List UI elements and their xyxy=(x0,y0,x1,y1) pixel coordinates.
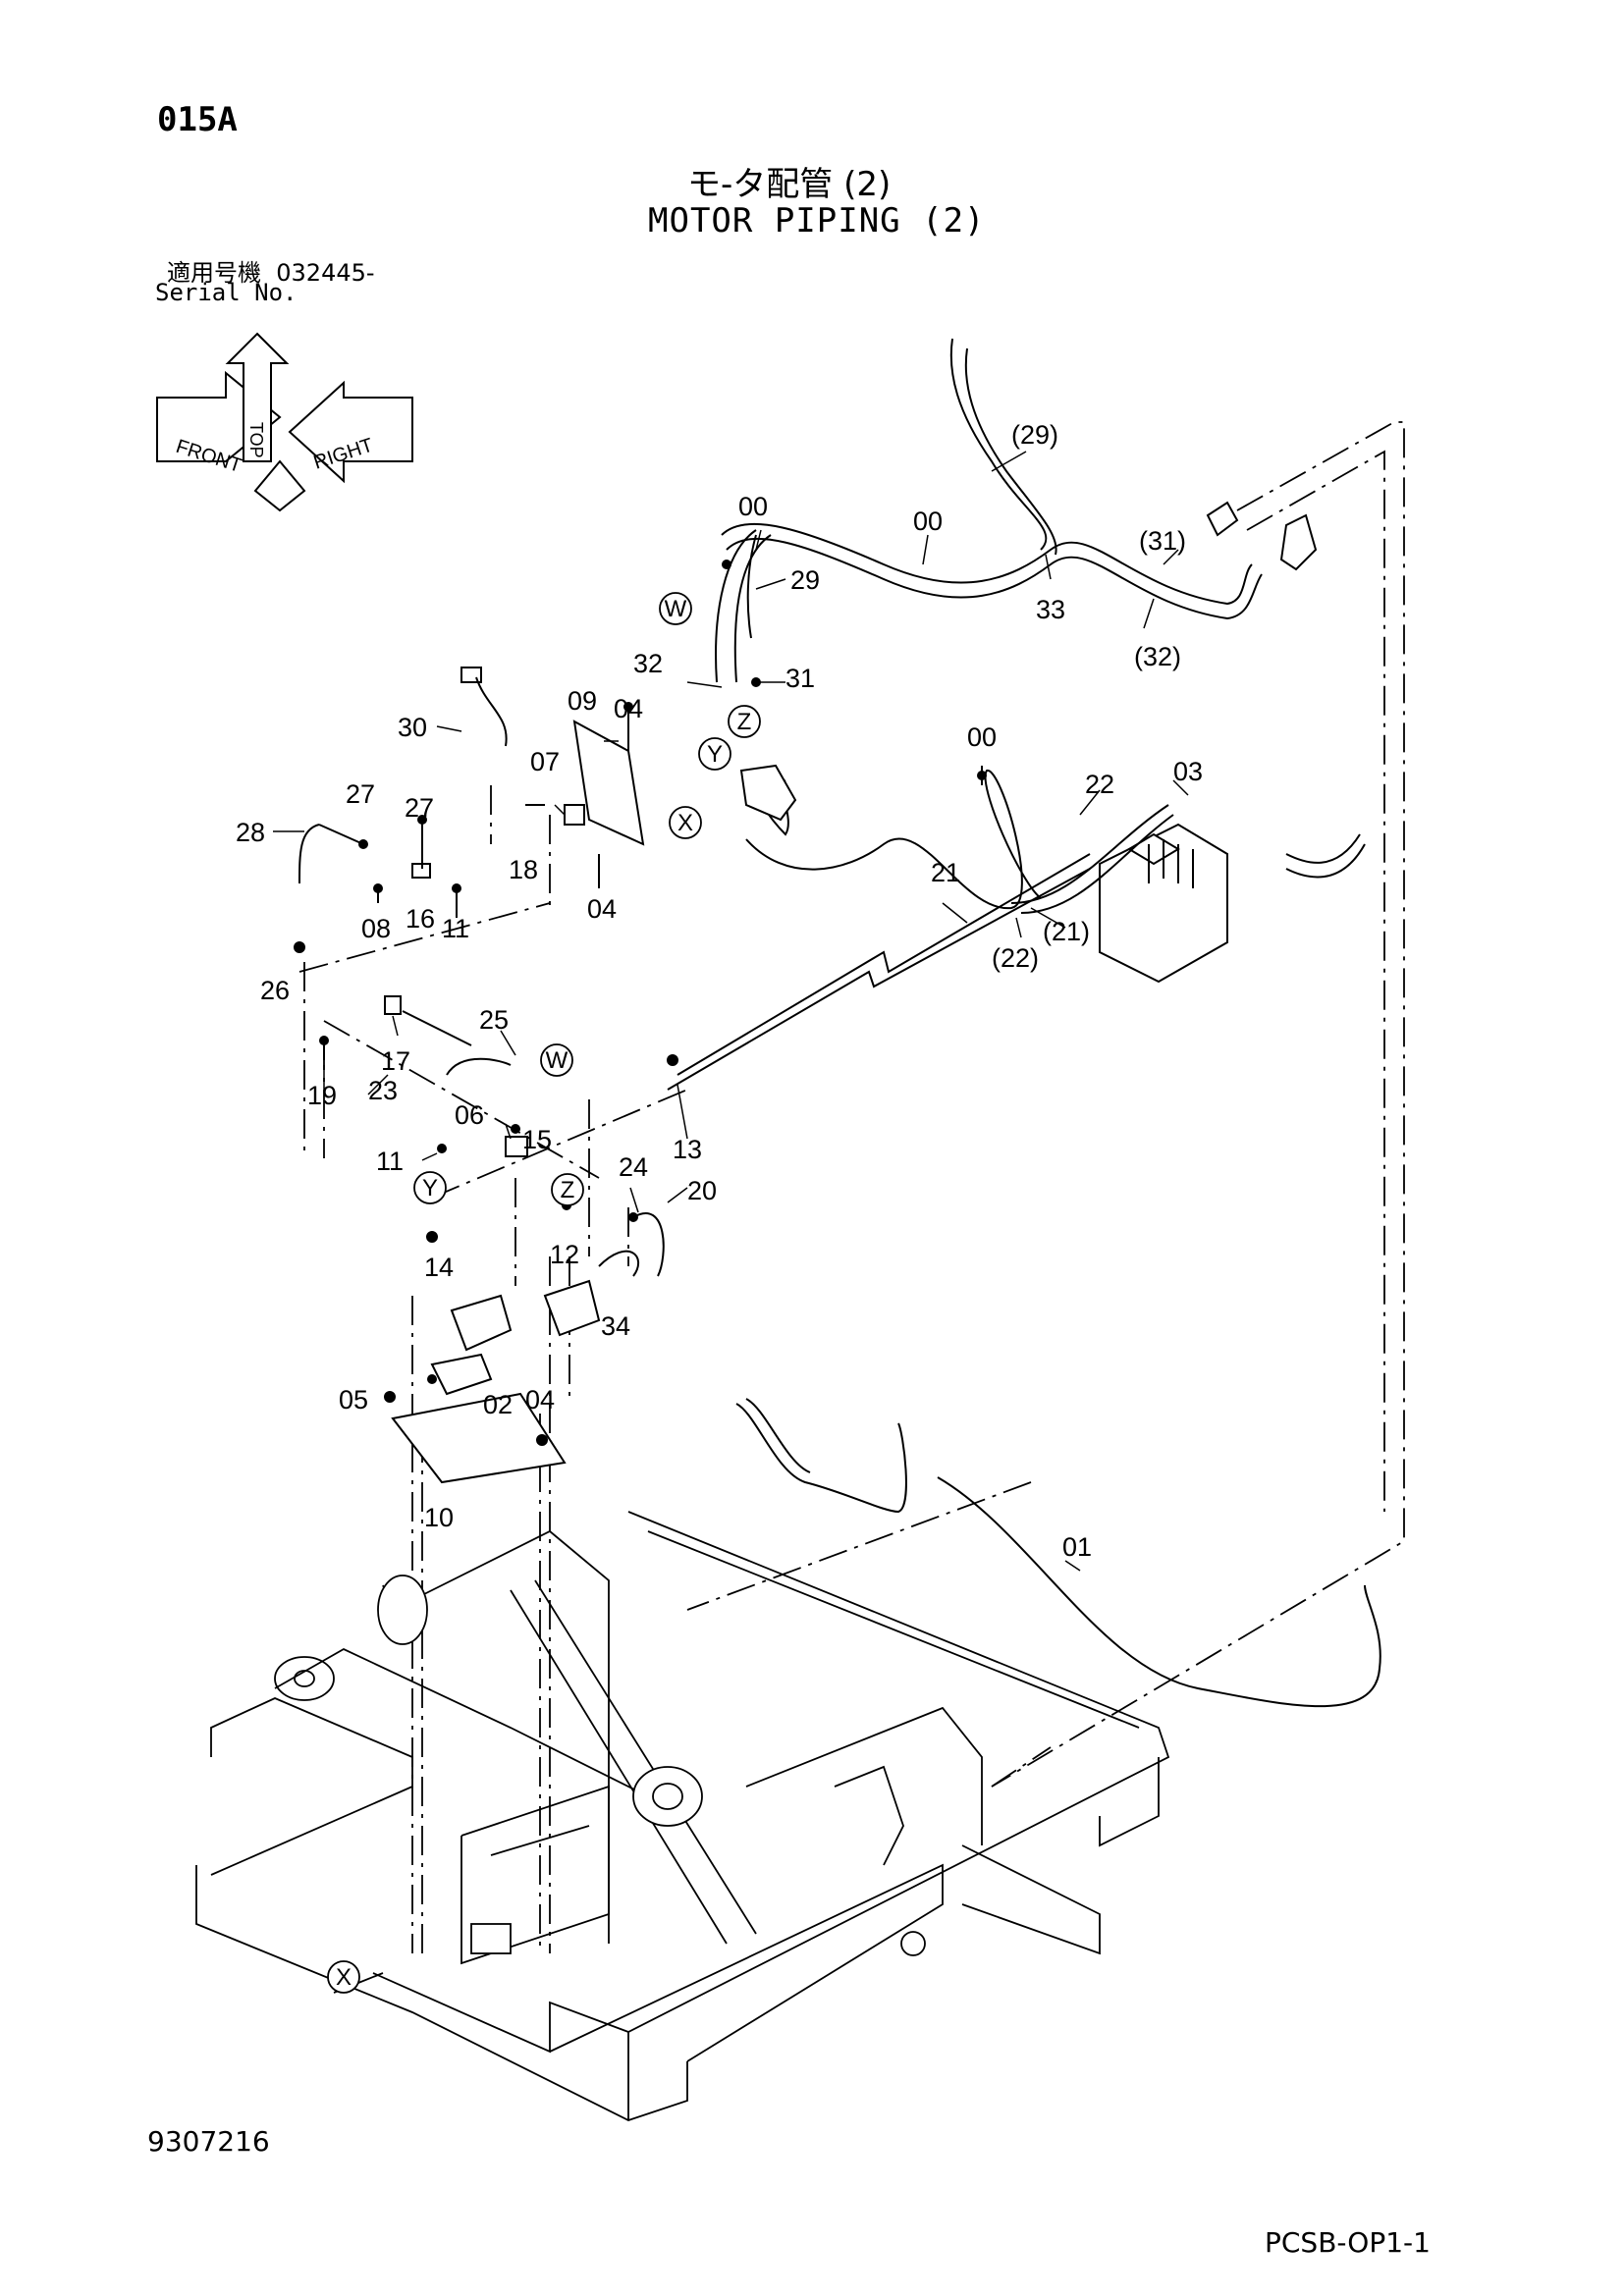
orientation-symbol: FRONT RIGHT TOP xyxy=(156,332,413,512)
callout-05: 05 xyxy=(339,1385,368,1415)
callout-18: 18 xyxy=(509,855,538,884)
callout-17: 17 xyxy=(381,1046,410,1076)
reference-letters: W W Y Y Z Z X X xyxy=(336,596,751,1991)
callout-19: 19 xyxy=(307,1081,337,1110)
ref-w: W xyxy=(665,596,687,622)
callout-29-paren: (29) xyxy=(1011,420,1058,450)
callout-labels: 00 00 (29) 29 (31) 33 (32) 32 31 30 09 0… xyxy=(236,420,1203,1562)
serial-label-japanese: 適用号機 xyxy=(167,259,261,287)
callout-31: 31 xyxy=(785,664,815,693)
callout-16: 16 xyxy=(406,904,435,934)
lower-valve-components xyxy=(384,1136,665,1484)
page-code: 015A xyxy=(157,100,238,139)
callout-14: 14 xyxy=(424,1253,454,1282)
ref-y: Y xyxy=(707,741,723,768)
callout-leaders xyxy=(273,451,1189,1572)
callout-09: 09 xyxy=(568,686,597,716)
callout-11: 11 xyxy=(376,1147,404,1176)
ref-w: W xyxy=(546,1047,568,1074)
callout-30: 30 xyxy=(398,713,427,742)
pipe-13-run xyxy=(667,853,1091,1091)
callout-07: 07 xyxy=(530,747,560,776)
control-box-assembly xyxy=(460,667,645,888)
callout-34: 34 xyxy=(601,1311,630,1341)
callout-12: 12 xyxy=(550,1240,579,1269)
callout-22-paren: (22) xyxy=(992,943,1039,973)
callout-23: 23 xyxy=(368,1076,398,1105)
ref-z: Z xyxy=(561,1177,575,1203)
callout-03: 03 xyxy=(1173,757,1203,786)
callout-13: 13 xyxy=(673,1135,702,1164)
callout-04: 04 xyxy=(587,894,617,924)
callout-21: 21 xyxy=(931,858,960,887)
callout-00: 00 xyxy=(967,722,997,752)
ref-y: Y xyxy=(422,1175,438,1201)
serial-applicability: 適用号機 032445- xyxy=(167,253,375,288)
title-japanese: モ-タ配管 (2) xyxy=(687,165,892,204)
callout-26: 26 xyxy=(260,976,290,1005)
callout-28: 28 xyxy=(236,818,265,847)
callout-08: 08 xyxy=(361,914,391,943)
callout-04: 04 xyxy=(525,1385,555,1415)
callout-24: 24 xyxy=(619,1152,648,1182)
drawing-number: 9307216 xyxy=(147,2125,270,2158)
sheet-code: PCSB-OP1-1 xyxy=(1265,2226,1431,2259)
callout-04: 04 xyxy=(614,694,643,723)
orientation-top-label: TOP xyxy=(246,422,266,458)
callout-20: 20 xyxy=(687,1176,717,1205)
control-valve-block xyxy=(739,764,1366,984)
callout-27: 27 xyxy=(405,793,434,823)
ref-x: X xyxy=(336,1964,352,1991)
callout-32: 32 xyxy=(633,649,663,678)
callout-01: 01 xyxy=(1062,1532,1092,1562)
serial-value: 032445- xyxy=(276,259,375,287)
title-english: MOTOR PIPING (2) xyxy=(648,201,986,240)
callout-21-paren: (21) xyxy=(1043,917,1090,946)
callout-33: 33 xyxy=(1036,595,1065,624)
callout-31-paren: (31) xyxy=(1139,526,1186,556)
hose-assembly-17 xyxy=(323,995,512,1076)
reference-markers xyxy=(327,592,761,1994)
ref-z: Z xyxy=(737,709,752,735)
upper-frame-structure xyxy=(195,1511,1170,2121)
hose-harness-upper xyxy=(715,338,1318,683)
callout-06: 06 xyxy=(455,1100,484,1130)
callout-15: 15 xyxy=(522,1125,552,1154)
callout-10: 10 xyxy=(424,1503,454,1532)
hose-assembly-28 xyxy=(294,820,458,953)
ref-x: X xyxy=(677,810,693,836)
fastener-dots xyxy=(319,560,987,1384)
callout-00: 00 xyxy=(913,507,943,536)
callout-32-paren: (32) xyxy=(1134,642,1181,671)
callout-00: 00 xyxy=(738,492,768,521)
callout-02: 02 xyxy=(483,1390,513,1419)
callout-22: 22 xyxy=(1085,770,1114,799)
hose-01 xyxy=(735,1398,1381,1708)
callout-27: 27 xyxy=(346,779,375,809)
callout-11: 11 xyxy=(442,914,469,943)
serial-label-english: Serial No. xyxy=(155,279,298,306)
callout-25: 25 xyxy=(479,1005,509,1035)
callout-29: 29 xyxy=(790,565,820,595)
dash-dot-leader-lines xyxy=(298,421,1405,1994)
